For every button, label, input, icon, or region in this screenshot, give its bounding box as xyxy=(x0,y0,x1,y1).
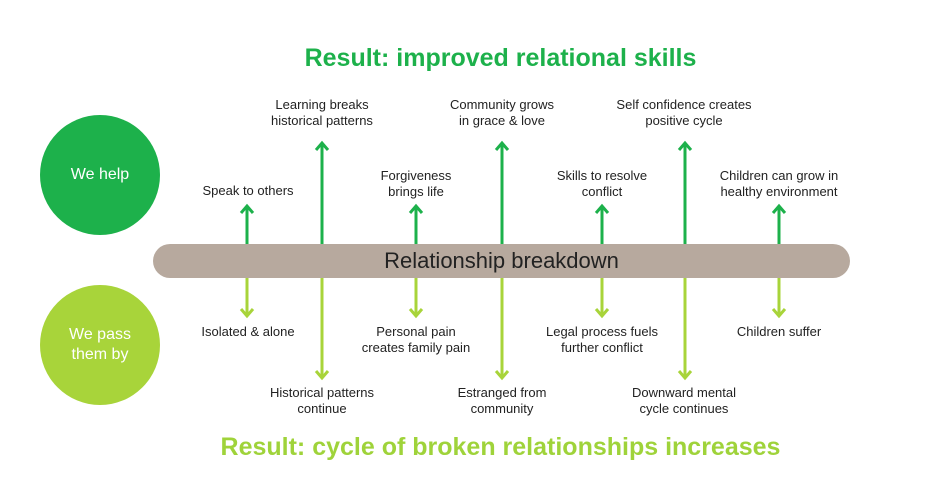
top-label-6-line1: Self confidence creates xyxy=(616,97,752,112)
we-pass-label-line1: We pass xyxy=(69,326,131,343)
down-arrow-4 xyxy=(494,274,510,381)
top-label-1: Speak to others xyxy=(158,183,338,199)
up-arrow-2 xyxy=(314,140,330,248)
top-label-4: Community grows in grace & love xyxy=(412,97,592,129)
bottom-label-4: Estranged from community xyxy=(412,385,592,417)
we-pass-label-line2: them by xyxy=(71,346,129,363)
top-label-4-line1: Community grows xyxy=(449,97,555,112)
bottom-label-3-line1: Personal pain xyxy=(376,324,456,339)
bottom-label-3: Personal pain creates family pain xyxy=(326,324,506,356)
bottom-label-7: Children suffer xyxy=(689,324,869,340)
we-pass-circle: We pass them by xyxy=(40,285,160,405)
top-label-2-line1: Learning breaks xyxy=(275,97,369,112)
top-label-7-line2: healthy environment xyxy=(720,184,838,199)
we-help-circle: We help xyxy=(40,115,160,235)
down-arrow-1 xyxy=(239,274,255,319)
bottom-label-5-line1: Legal process fuels xyxy=(545,324,658,339)
top-label-6-line2: positive cycle xyxy=(645,113,723,128)
result-cycle-title: Result: cycle of broken relationships in… xyxy=(220,433,781,461)
bottom-label-2-line2: continue xyxy=(297,401,347,416)
top-label-3-line1: Forgiveness xyxy=(380,168,452,183)
up-arrow-1 xyxy=(239,203,255,248)
we-help-label: We help xyxy=(70,166,130,183)
bottom-label-5: Legal process fuels further conflict xyxy=(512,324,692,356)
top-label-7-line1: Children can grow in xyxy=(719,168,839,183)
top-label-5-line1: Skills to resolve xyxy=(556,168,648,183)
result-improved-title: Result: improved relational skills xyxy=(304,44,697,72)
down-arrow-2 xyxy=(314,274,330,381)
up-arrow-6 xyxy=(677,140,693,248)
bottom-label-6: Downward mental cycle continues xyxy=(594,385,774,417)
top-label-2: Learning breaks historical patterns xyxy=(232,97,412,129)
bottom-label-2-line1: Historical patterns xyxy=(269,385,375,400)
top-label-3: Forgiveness brings life xyxy=(326,168,506,200)
top-label-7: Children can grow in healthy environment xyxy=(689,168,869,200)
bottom-label-3-line2: creates family pain xyxy=(361,340,471,355)
down-arrow-3 xyxy=(408,274,424,319)
bottom-label-6-line1: Downward mental xyxy=(631,385,737,400)
bottom-label-6-line2: cycle continues xyxy=(639,401,729,416)
top-label-2-line2: historical patterns xyxy=(271,113,373,128)
relationship-breakdown-bar: Relationship breakdown xyxy=(153,244,850,278)
top-label-3-line2: brings life xyxy=(388,184,444,199)
up-arrow-7 xyxy=(771,203,787,248)
down-arrow-7 xyxy=(771,274,787,319)
bottom-label-1-line1: Isolated & alone xyxy=(201,324,295,339)
top-label-1-line1: Speak to others xyxy=(202,183,294,198)
up-arrow-3 xyxy=(408,203,424,248)
up-arrow-5 xyxy=(594,203,610,248)
top-label-6: Self confidence creates positive cycle xyxy=(594,97,774,129)
bottom-label-4-line1: Estranged from xyxy=(457,385,547,400)
top-label-5-line2: conflict xyxy=(581,184,623,199)
bottom-label-2: Historical patterns continue xyxy=(232,385,412,417)
bottom-label-7-line1: Children suffer xyxy=(736,324,822,339)
top-label-4-line2: in grace & love xyxy=(459,113,545,128)
down-arrow-6 xyxy=(677,274,693,381)
relationship-breakdown-label: Relationship breakdown xyxy=(384,248,619,273)
top-label-5: Skills to resolve conflict xyxy=(512,168,692,200)
bottom-label-1: Isolated & alone xyxy=(158,324,338,340)
bottom-label-4-line2: community xyxy=(470,401,534,416)
bottom-label-5-line2: further conflict xyxy=(561,340,643,355)
up-arrow-4 xyxy=(494,140,510,248)
down-arrow-5 xyxy=(594,274,610,319)
